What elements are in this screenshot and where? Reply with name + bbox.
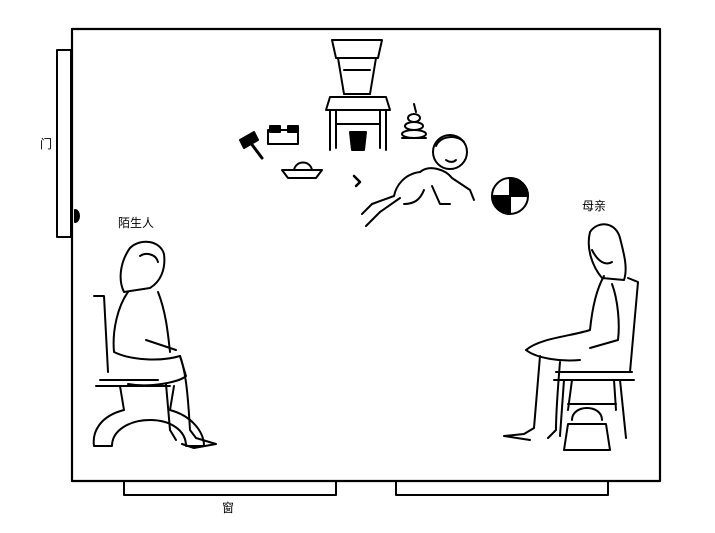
toy-cup bbox=[350, 132, 366, 150]
window-right bbox=[396, 481, 608, 495]
room-wall bbox=[72, 29, 660, 481]
door-handle bbox=[75, 210, 79, 222]
toy-hammer bbox=[240, 132, 262, 158]
toy-ball bbox=[492, 178, 528, 214]
toy-truck bbox=[268, 126, 298, 144]
door bbox=[57, 50, 71, 237]
baby bbox=[362, 135, 474, 226]
toy-stacking-rings bbox=[402, 104, 426, 138]
stranger-label: 陌生人 bbox=[118, 216, 155, 230]
mother-figure bbox=[504, 224, 638, 450]
toy-small-piece bbox=[354, 176, 360, 186]
stranger-figure bbox=[94, 242, 216, 448]
mother-label: 母亲 bbox=[582, 199, 607, 213]
window-left bbox=[124, 481, 336, 495]
door-label: 门 bbox=[40, 137, 53, 151]
empty-chair bbox=[326, 40, 390, 150]
window-label: 窗 bbox=[222, 501, 235, 515]
toy-boat bbox=[282, 163, 322, 179]
